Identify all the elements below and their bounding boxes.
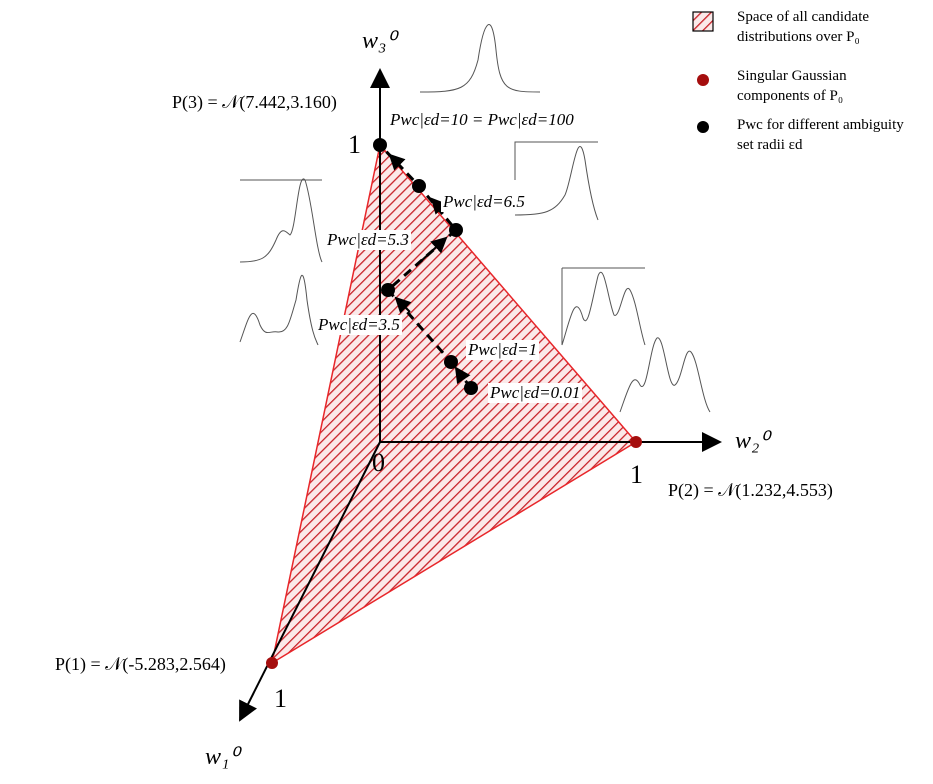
density-right-lower [619,337,711,413]
component-dot-1 [266,657,278,669]
origin-label: 0 [372,448,385,477]
wc-dot-10 [373,138,387,152]
legend-simplex-text: Space of all candidate distributions ove… [737,9,870,45]
wc-label-10: Pwc|εd=10 = Pwc|εd=100 [388,110,576,130]
wc-label-5.3: Pwc|εd=5.3 [325,230,411,250]
wc-dot-5.3 [412,179,426,193]
candidate-simplex [270,143,638,665]
legend-hatch-swatch [692,11,714,32]
density-top [419,24,541,93]
w1-axis-label: w₁⁰ [205,744,239,770]
w3-axis-label: w₃⁰ [362,28,396,54]
density-right-upper [561,267,646,346]
w2-axis-label: w₂⁰ [735,428,769,454]
density-upper-right [514,141,599,221]
wc-dot-6.5 [449,223,463,237]
w3-tick: 1 [348,130,361,159]
w1-tick: 1 [274,684,287,713]
legend-worst-case-text: Pwc for different ambiguity set radii εd [737,117,904,153]
wc-dot-0.01 [464,381,478,395]
w2-tick: 1 [630,460,643,489]
wc-label-3.5: Pwc|εd=3.5 [316,315,402,335]
density-left-upper [239,178,323,263]
component-label-1: P(1) = 𝒩(-5.283,2.564) [55,654,226,674]
legend-components-text: Singular Gaussian components of P₀ [737,68,847,104]
density-left-lower [239,274,319,346]
wc-dot-3.5 [381,283,395,297]
w1-axis [239,441,381,722]
component-label-3: P(3) = 𝒩(7.442,3.160) [172,92,337,112]
component-dot-2 [630,436,642,448]
density-curves [239,24,711,413]
wc-label-6.5: Pwc|εd=6.5 [441,192,527,212]
wc-label-1: Pwc|εd=1 [466,340,540,360]
wc-label-0.01: Pwc|εd=0.01 [488,383,583,403]
legend-red-dot [697,74,709,86]
component-label-2: P(2) = 𝒩(1.232,4.553) [668,480,833,500]
legend-black-dot [697,121,709,133]
wc-dot-1 [444,355,458,369]
